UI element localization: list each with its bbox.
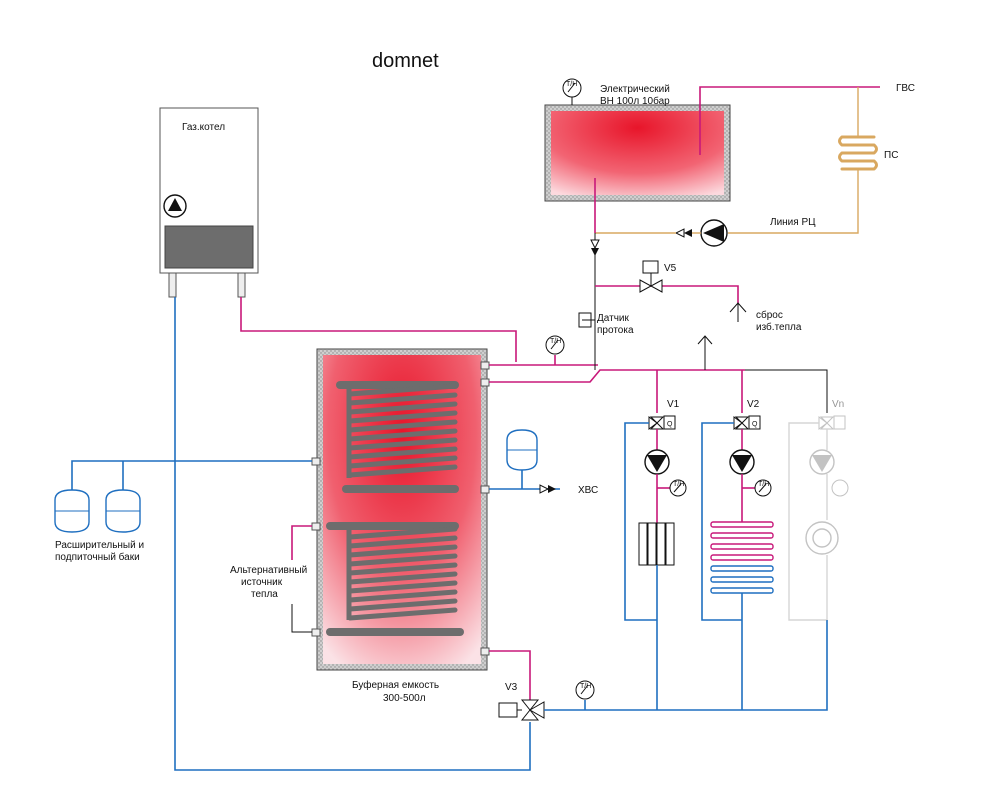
vn-label: Vn <box>832 399 844 410</box>
vent-arrow-icon <box>697 335 713 370</box>
buffer-label-2: 300-500л <box>383 693 426 704</box>
flow-sensor-icon <box>578 312 595 328</box>
vent-arrow-icon <box>729 302 747 322</box>
gas-boiler <box>159 107 259 298</box>
gauge-icon <box>831 479 849 497</box>
boiler-label: Газ.котел <box>182 122 225 133</box>
v3-valve-icon <box>498 699 545 721</box>
svg-text:Т/Н: Т/Н <box>566 81 577 88</box>
dhw-outlet-pipe <box>699 86 880 155</box>
svg-text:Т/Н: Т/Н <box>580 683 591 690</box>
expansion-tank-icon <box>54 489 90 533</box>
valve-icon <box>648 415 676 430</box>
boiler-return-pipe <box>174 297 531 771</box>
flow-sensor-label-1: Датчик <box>597 313 629 324</box>
alt-label-1: Альтернативный <box>230 565 307 576</box>
v3-label: V3 <box>505 682 518 693</box>
pump-icon <box>700 219 728 247</box>
alt-source-supply <box>291 525 312 560</box>
circuit-v2: V2 Q Т/Н <box>701 399 774 710</box>
electric-water-heater <box>544 104 731 202</box>
pump-icon <box>809 449 835 475</box>
tank-return-pipe <box>489 650 531 700</box>
ewh-label-2: ВН 100л 10бар <box>600 95 670 107</box>
flow-sensor-label-2: протока <box>597 325 634 336</box>
gauge-icon <box>669 479 687 497</box>
gauge-icon <box>562 78 582 98</box>
tank-supply-pipe <box>489 369 745 383</box>
floor-heating-icon <box>710 521 774 594</box>
svg-text:Q: Q <box>667 421 673 428</box>
expansion-label-2: подпиточный баки <box>55 551 140 563</box>
v5-label: V5 <box>664 263 677 274</box>
ps-label: ПС <box>884 150 898 161</box>
circuit-v1: V1 Q Т/Н <box>624 399 687 710</box>
upper-coil <box>336 381 459 493</box>
svg-text:Q: Q <box>752 421 758 428</box>
expansion-tank-icon <box>506 429 538 471</box>
v2-label: V2 <box>747 399 760 410</box>
recirc-label: Линия РЦ <box>770 217 816 228</box>
diagram-title: domnet <box>372 50 439 72</box>
svg-text:Т/Н: Т/Н <box>673 481 684 488</box>
svg-text:Т/Н: Т/Н <box>550 338 561 345</box>
gauge-icon <box>754 479 772 497</box>
expansion-pipe <box>71 460 312 490</box>
recirc-pipe <box>728 169 859 234</box>
alt-label-3: тепла <box>251 589 278 600</box>
vn-supply-drop <box>745 369 828 413</box>
svg-text:Т/Н: Т/Н <box>758 481 769 488</box>
v1-label: V1 <box>667 399 680 410</box>
pump-icon <box>729 449 755 475</box>
dump-label-2: изб.тепла <box>756 321 802 333</box>
check-valve-icon <box>674 228 692 238</box>
pump-icon <box>644 449 670 475</box>
valve-icon <box>639 260 663 293</box>
lower-coil <box>326 522 464 636</box>
dhw-label: ГВС <box>896 83 915 94</box>
radiator-icon <box>638 522 675 566</box>
gauge-icon <box>545 335 565 355</box>
buffer-label-1: Буферная емкость <box>352 679 439 691</box>
check-valve-icon <box>590 239 600 256</box>
expansion-tank-icon <box>105 489 141 533</box>
heat-exchanger-icon <box>838 135 878 171</box>
circuit-vn <box>788 415 849 621</box>
expansion-label-1: Расширительный и <box>55 540 144 551</box>
dump-label-1: сброс <box>756 309 783 321</box>
dump-pipe <box>595 285 739 303</box>
boiler-supply-pipe <box>240 297 517 362</box>
return-manifold <box>544 620 828 711</box>
alt-label-2: источник <box>241 577 283 588</box>
cold-water-label: ХВС <box>578 485 598 496</box>
alt-source-return <box>291 604 312 633</box>
gauge-icon <box>575 680 595 700</box>
check-valve-icon <box>539 484 556 494</box>
ewh-label-1: Электрический <box>600 84 670 95</box>
buffer-tank <box>311 348 490 671</box>
